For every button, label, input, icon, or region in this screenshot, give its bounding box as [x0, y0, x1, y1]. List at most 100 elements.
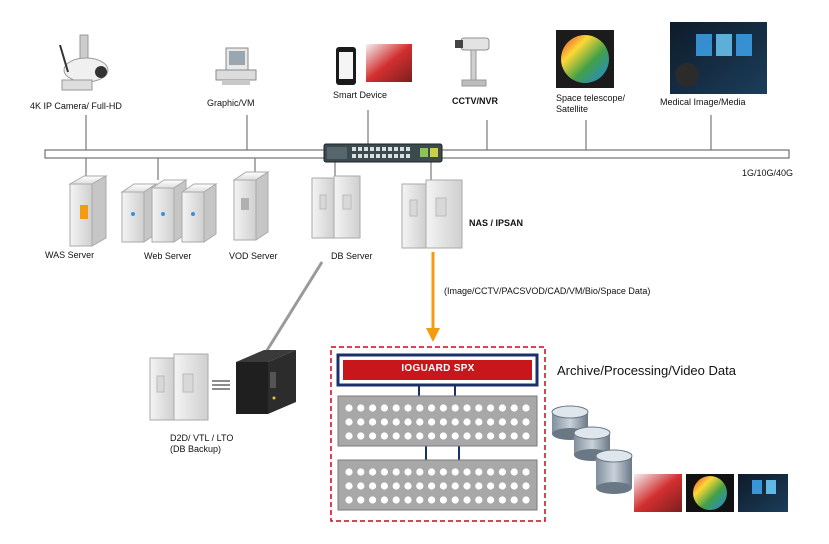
drive-slot	[487, 432, 495, 440]
backup-label-line2: (DB Backup)	[170, 444, 222, 454]
drive-slot	[439, 404, 447, 412]
drive-slot	[345, 404, 353, 412]
drive-slot	[428, 496, 436, 504]
drive-slot	[463, 418, 471, 426]
drive-slot	[475, 482, 483, 490]
drive-slot	[498, 418, 506, 426]
web-server-label: Web Server	[144, 251, 192, 261]
drive-slot	[475, 496, 483, 504]
tape-library-icon	[236, 350, 296, 414]
drive-slot	[380, 482, 388, 490]
spx-connectors	[418, 385, 460, 460]
drive-slot	[428, 482, 436, 490]
backup-label-line1: D2D/ VTL / LTO	[170, 433, 234, 443]
data-types-label: (Image/CCTV/PACSVOD/CAD/VM/Bio/Space Dat…	[444, 286, 651, 296]
drive-slot	[357, 418, 365, 426]
drive-slot	[369, 468, 377, 476]
network-speed-label: 1G/10G/40G	[742, 168, 794, 178]
drive-slot	[510, 418, 518, 426]
drive-slot	[380, 468, 388, 476]
drive-slot	[380, 432, 388, 440]
disk-shelf-lower	[337, 459, 538, 511]
medical-image-photo-icon	[670, 22, 767, 94]
vod-server-label: VOD Server	[229, 251, 278, 261]
space-label-line1: Space telescope/	[556, 93, 626, 103]
drive-slot	[404, 482, 412, 490]
camera-label: 4K IP Camera/ Full-HD	[30, 101, 122, 111]
drive-slot	[416, 496, 424, 504]
was-server-label: WAS Server	[45, 250, 95, 260]
drive-slot	[404, 404, 412, 412]
disk-shelf-upper	[337, 395, 538, 447]
drive-slot	[428, 468, 436, 476]
medical-label: Medical Image/Media	[660, 97, 746, 107]
cctv-camera-icon	[455, 37, 490, 87]
drive-slot	[428, 404, 436, 412]
mosaic-thumbnail-icon	[686, 474, 734, 512]
drive-slot	[510, 468, 518, 476]
drive-slot	[404, 468, 412, 476]
drive-slot	[392, 496, 400, 504]
drive-slot	[369, 482, 377, 490]
medical-thumbnail-icon	[738, 474, 788, 512]
drive-slot	[498, 404, 506, 412]
drive-slot	[416, 482, 424, 490]
drive-slot	[345, 468, 353, 476]
drive-slot	[463, 496, 471, 504]
drive-slot	[439, 418, 447, 426]
db-server-label: DB Server	[331, 251, 373, 261]
storage-dashed-border	[330, 346, 546, 522]
drive-slot	[463, 482, 471, 490]
drive-slot	[487, 418, 495, 426]
drive-slot	[380, 496, 388, 504]
drive-slot	[463, 468, 471, 476]
drive-slot	[510, 496, 518, 504]
drive-slot	[416, 468, 424, 476]
drive-slot	[392, 418, 400, 426]
space-label-line2: Satellite	[556, 104, 589, 114]
network-switch-icon	[323, 143, 443, 163]
space-telescope-photo-icon	[556, 30, 614, 88]
was-server-icon	[68, 175, 108, 247]
drive-slot	[451, 418, 459, 426]
drive-slot	[439, 496, 447, 504]
drive-slot	[522, 482, 530, 490]
drive-slot	[439, 432, 447, 440]
drive-slot	[380, 404, 388, 412]
link-lines-icon	[212, 380, 230, 390]
drive-slot	[451, 482, 459, 490]
cctv-label: CCTV/NVR	[452, 96, 499, 106]
drive-slot	[357, 404, 365, 412]
drive-slot	[357, 468, 365, 476]
drive-slot	[522, 496, 530, 504]
ip-camera-icon	[59, 34, 109, 91]
drive-slot	[487, 496, 495, 504]
drive-slot	[510, 432, 518, 440]
drive-slot	[498, 496, 506, 504]
graphic-workstation-icon	[215, 47, 257, 85]
drive-slot	[404, 418, 412, 426]
ioguard-spx-label: IOGUARD SPX	[401, 363, 475, 374]
drive-slot	[345, 432, 353, 440]
drive-slot	[357, 482, 365, 490]
drive-slot	[369, 432, 377, 440]
archive-label: Archive/Processing/Video Data	[557, 363, 736, 378]
drive-slot	[522, 468, 530, 476]
drive-slot	[392, 482, 400, 490]
drive-slot	[369, 404, 377, 412]
drive-slot	[451, 404, 459, 412]
drive-slot	[416, 432, 424, 440]
drive-slot	[487, 404, 495, 412]
drive-slot	[475, 418, 483, 426]
drive-slot	[475, 468, 483, 476]
nas-ipsan-icon	[401, 179, 463, 249]
smart-device-label: Smart Device	[333, 90, 388, 100]
drive-slot	[463, 432, 471, 440]
drive-slot	[404, 432, 412, 440]
drive-slot	[439, 482, 447, 490]
drive-slot	[451, 496, 459, 504]
drive-slot	[451, 468, 459, 476]
vod-server-icon	[232, 171, 270, 241]
data-flow-arrow	[426, 252, 440, 342]
